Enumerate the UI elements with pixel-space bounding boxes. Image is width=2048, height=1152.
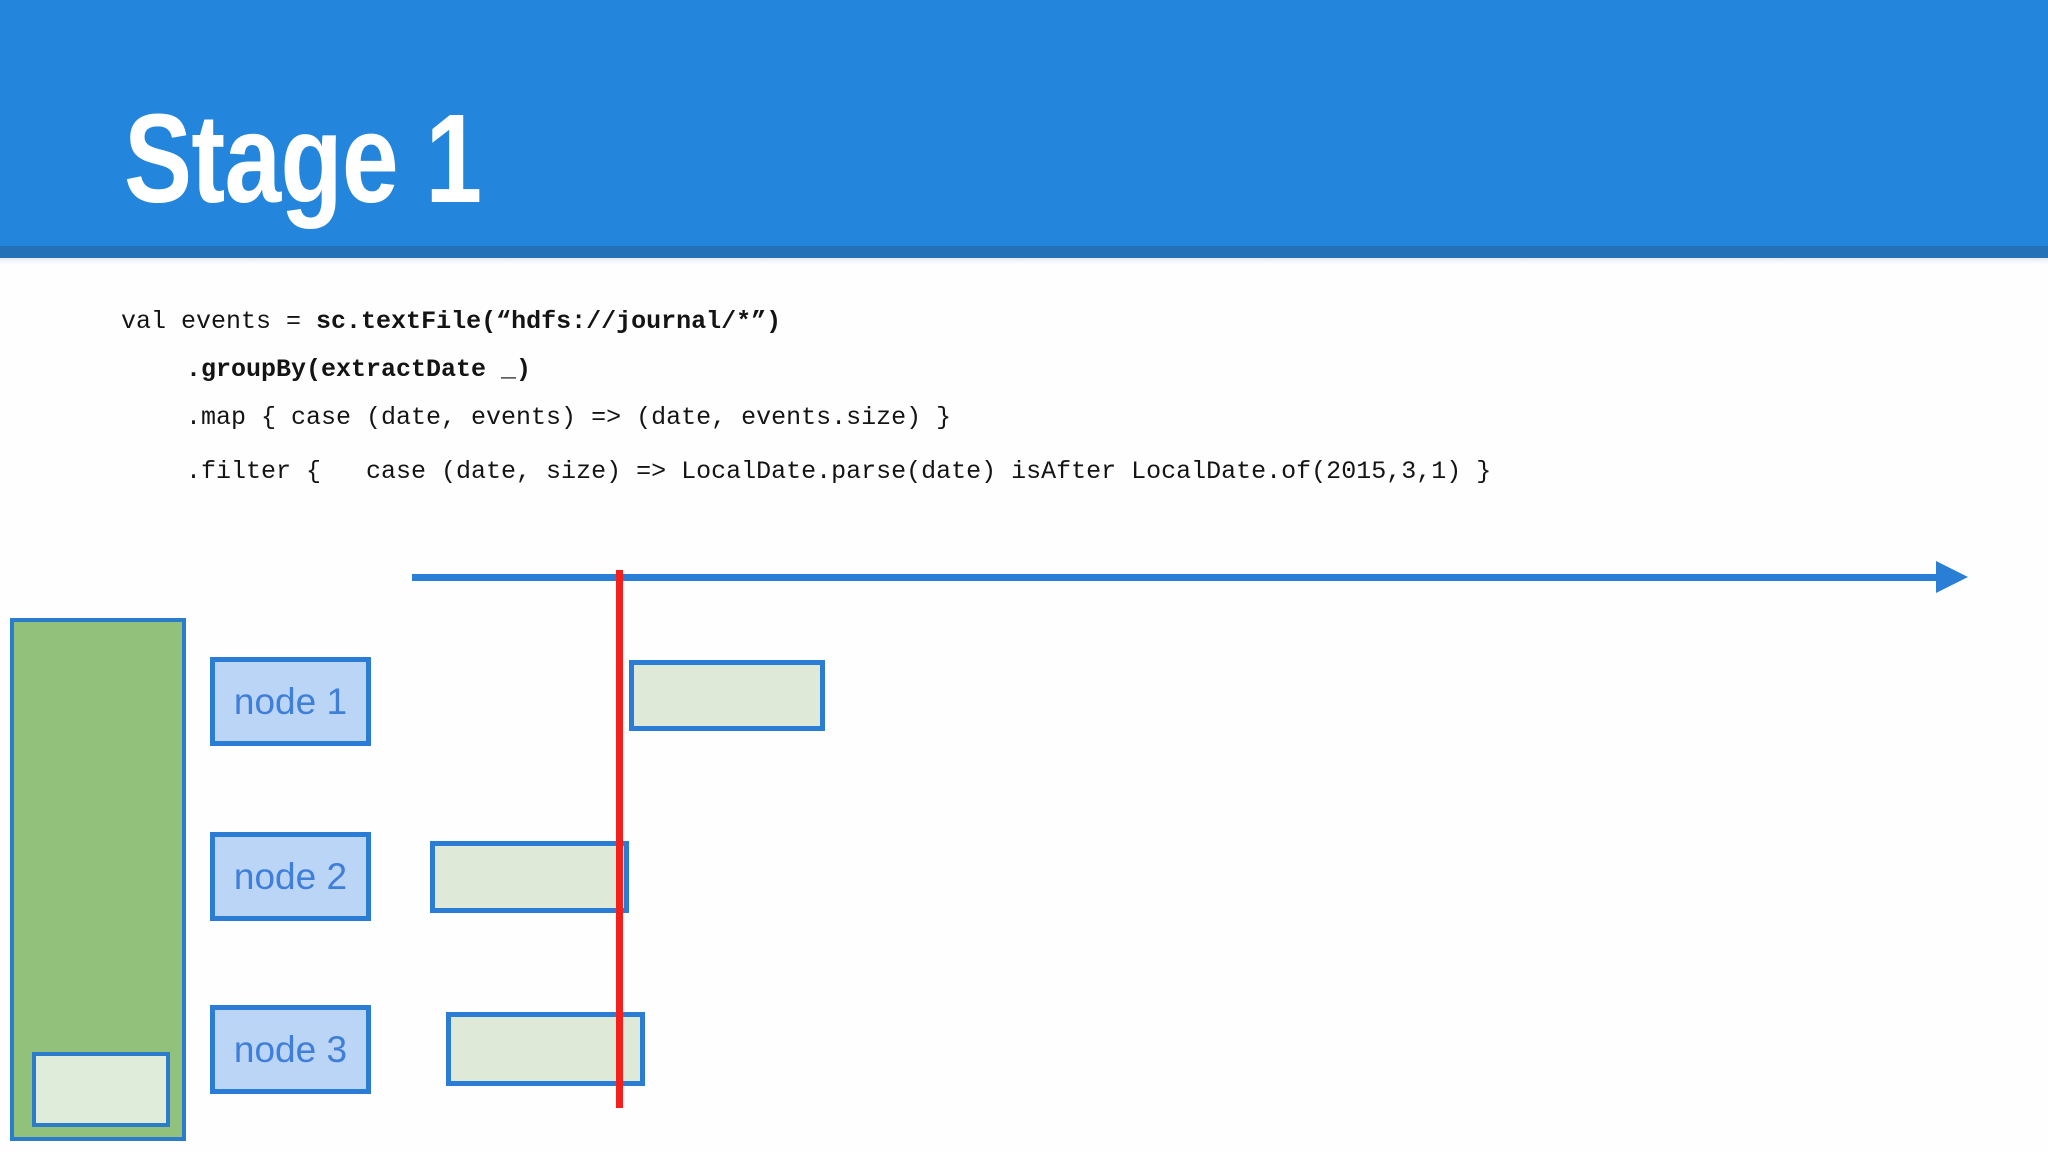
code-segment-bold: .groupBy(extractDate _) (186, 355, 532, 384)
code-line-2: .groupBy(extractDate _) (186, 355, 531, 385)
task-bar-node-1 (629, 660, 825, 731)
node-label: node 2 (233, 855, 348, 897)
header-bottom-glow (0, 258, 2048, 264)
code-segment-bold: sc.textFile(“hdfs://journal/*”) (316, 307, 782, 336)
header-accent-strip (0, 246, 2048, 258)
filter-cutoff-line (616, 570, 623, 1108)
node-box-1: node 1 (210, 657, 371, 746)
code-line-4: .filter { case (date, size) => LocalDate… (186, 457, 1491, 487)
code-segment: val events = (121, 307, 317, 336)
hdfs-partition-block (32, 1052, 170, 1127)
code-segment: .map { case (date, events) => (date, eve… (186, 403, 952, 432)
task-bar-node-3 (446, 1012, 645, 1086)
hdfs-input-block (10, 618, 186, 1141)
node-label: node 1 (233, 680, 348, 722)
slide-title: Stage 1 (124, 88, 482, 229)
timeline-axis (412, 574, 1938, 581)
code-line-3: .map { case (date, events) => (date, eve… (186, 403, 951, 433)
task-bar-node-2 (430, 841, 629, 913)
node-box-2: node 2 (210, 832, 371, 921)
timeline-arrowhead-icon (1936, 561, 1968, 593)
node-box-3: node 3 (210, 1005, 371, 1094)
header-banner (0, 0, 2048, 246)
code-line-1: val events = sc.textFile(“hdfs://journal… (121, 307, 781, 337)
code-segment: .filter { case (date, size) => LocalDate… (186, 457, 1492, 486)
node-label: node 3 (233, 1028, 348, 1070)
